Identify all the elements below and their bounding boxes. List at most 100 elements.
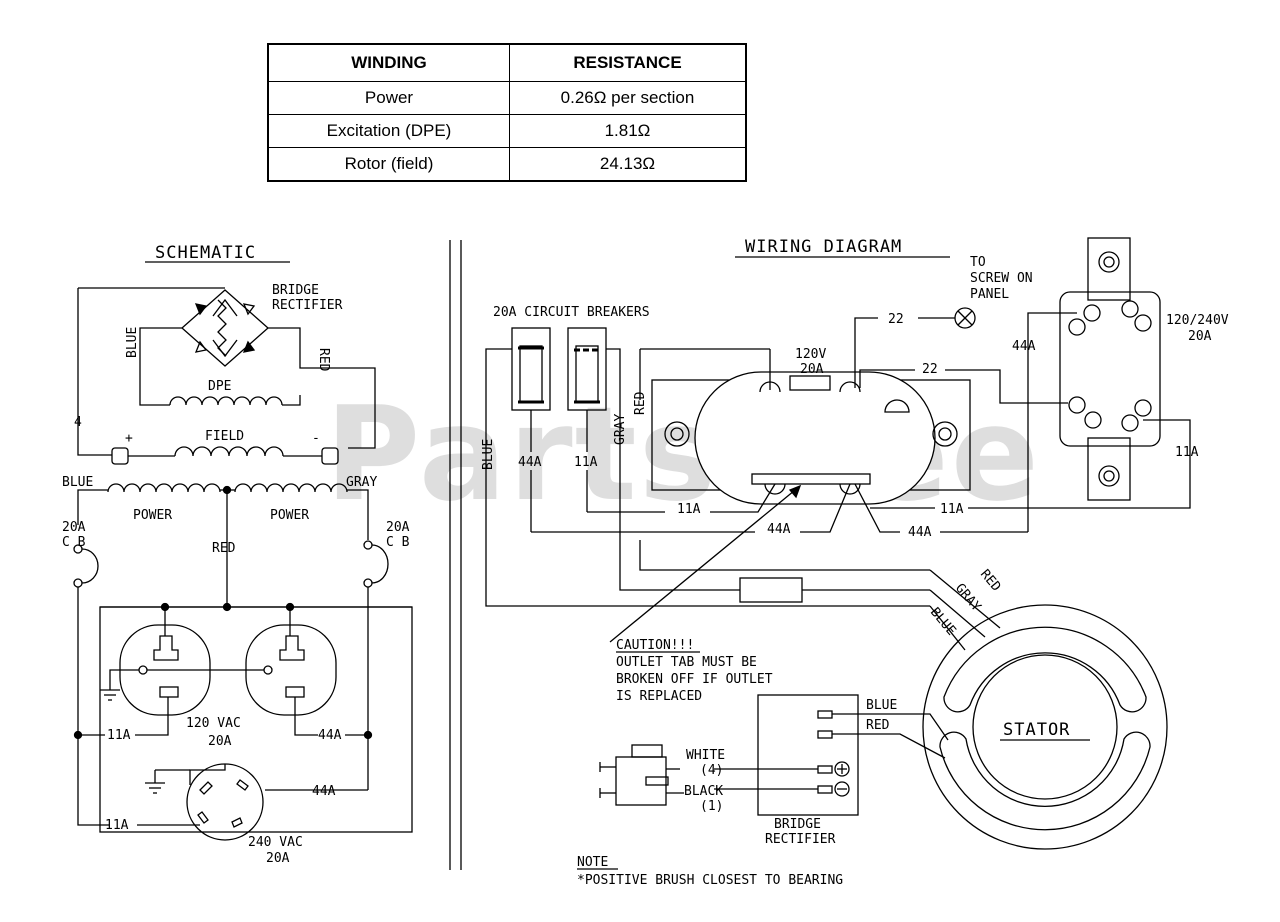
- outlet-240-label: 120/240V: [1166, 313, 1229, 328]
- schematic-blue: BLUE: [62, 475, 93, 490]
- cell-resistance: 0.26Ω per section: [509, 81, 747, 115]
- black-wire: BLACK: [684, 784, 723, 799]
- table-row: Rotor (field) 24.13Ω: [267, 147, 747, 182]
- outlet-120-label: 120 VAC: [186, 716, 241, 731]
- outlet-enclosure: [99, 606, 413, 833]
- schematic-blue-label: BLUE: [125, 327, 140, 358]
- schematic-gray: GRAY: [346, 475, 377, 490]
- white-wire: WHITE: [686, 748, 725, 763]
- schematic-bridge-label: RECTIFIER: [272, 298, 343, 313]
- wire-11a-label: 11A: [105, 818, 129, 833]
- cb-right-label: C B: [386, 535, 410, 550]
- circuit-breaker-right: [567, 327, 607, 411]
- note-text: *POSITIVE BRUSH CLOSEST TO BEARING: [577, 873, 843, 888]
- schematic-red: RED: [212, 541, 236, 556]
- outlet-240-label: 20A: [1188, 329, 1212, 344]
- cell-winding: Excitation (DPE): [267, 114, 510, 148]
- wiring-title: WIRING DIAGRAM: [745, 237, 902, 257]
- wiring-section: WIRING DIAGRAM TO SCREW ON PANEL 20A CIR…: [481, 237, 1229, 888]
- outlet-120-label: 20A: [800, 362, 824, 377]
- rect-red: RED: [866, 718, 890, 733]
- white-num: (4): [700, 763, 723, 778]
- caution-text: OUTLET TAB MUST BE: [616, 655, 757, 670]
- cell-winding: Rotor (field): [267, 147, 510, 182]
- power-left-label: POWER: [133, 508, 172, 523]
- twist-lock-outlet-240v-wiring: [1059, 237, 1161, 501]
- power-coil-left: [107, 483, 221, 493]
- note-title: NOTE: [577, 855, 608, 870]
- outlet-240-label: 20A: [266, 851, 290, 866]
- wire-4-label: 4: [74, 415, 82, 430]
- wire-44a-right: 44A: [1012, 339, 1036, 354]
- brush-holder: [599, 744, 684, 806]
- power-coil-right: [234, 483, 348, 493]
- cell-resistance: 1.81Ω: [509, 114, 747, 148]
- cb-left-symbol: [81, 548, 99, 584]
- to-screw-label: PANEL: [970, 287, 1009, 302]
- plus-sign: +: [125, 431, 133, 446]
- outlet-240-label: 240 VAC: [248, 835, 303, 850]
- bridge-rectifier-box: [757, 694, 859, 816]
- stator-label: STATOR: [1003, 720, 1070, 740]
- schematic-red-label: RED: [316, 348, 331, 372]
- outlet-120-label: 120V: [795, 347, 826, 362]
- dpe-label: DPE: [208, 379, 231, 394]
- outlet-120-label: 20A: [208, 734, 232, 749]
- circuit-breaker-left: [511, 327, 551, 411]
- table-header-row: WINDING RESISTANCE: [267, 43, 747, 82]
- wire-11a-bottom: 11A: [677, 502, 701, 517]
- power-right-label: POWER: [270, 508, 309, 523]
- schematic-bridge-label: BRIDGE: [272, 283, 319, 298]
- table-row: Excitation (DPE) 1.81Ω: [267, 114, 747, 148]
- caution-text: BROKEN OFF IF OUTLET: [616, 672, 773, 687]
- rect-label: RECTIFIER: [765, 832, 836, 847]
- wire-11a-right: 11A: [1175, 445, 1199, 460]
- wire-22-label: 22: [888, 312, 904, 327]
- cb-44a-label: 44A: [518, 455, 542, 470]
- wiring-gray: GRAY: [613, 414, 628, 445]
- field-coil: [174, 446, 284, 457]
- cb-left-label: 20A: [62, 520, 86, 535]
- cb-right-symbol: [371, 544, 389, 584]
- rect-blue: BLUE: [866, 698, 897, 713]
- cb-left-label: C B: [62, 535, 86, 550]
- stator-gray: GRAY: [952, 581, 984, 615]
- caution-text: IS REPLACED: [616, 689, 702, 704]
- to-screw-label: TO: [970, 255, 986, 270]
- inline-resistor: [739, 577, 803, 603]
- stator-red: RED: [977, 567, 1004, 595]
- wire-22-label: 22: [922, 362, 938, 377]
- cb-11a-label: 11A: [574, 455, 598, 470]
- table-row: Power 0.26Ω per section: [267, 81, 747, 115]
- caution-title: CAUTION!!!: [616, 638, 694, 653]
- wire-11a-label: 11A: [107, 728, 131, 743]
- schematic-section: SCHEMATIC BRIDGE RECTIFIER BLUE RED DPE …: [62, 243, 413, 866]
- wire-11a-bottom: 11A: [940, 502, 964, 517]
- resistance-table: WINDING RESISTANCE Power 0.26Ω per secti…: [267, 43, 747, 182]
- minus-sign: -: [312, 431, 320, 446]
- ground-screw: [954, 307, 976, 329]
- rect-label: BRIDGE: [774, 817, 821, 832]
- resistance-table-container: WINDING RESISTANCE Power 0.26Ω per secti…: [267, 43, 747, 182]
- cell-winding: Power: [267, 81, 510, 115]
- duplex-outlet-120v: [100, 607, 337, 736]
- twist-lock-outlet-240v: [145, 763, 264, 841]
- black-num: (1): [700, 799, 723, 814]
- schematic-title: SCHEMATIC: [155, 243, 256, 263]
- wire-44a-bottom: 44A: [767, 522, 791, 537]
- brush-left: [111, 447, 129, 465]
- wiring-red: RED: [633, 391, 648, 415]
- dpe-coil: [169, 396, 283, 406]
- wiring-blue: BLUE: [481, 439, 496, 470]
- cb-right-label: 20A: [386, 520, 410, 535]
- cell-resistance: 24.13Ω: [509, 147, 747, 182]
- breakers-label: 20A CIRCUIT BREAKERS: [493, 305, 650, 320]
- duplex-outlet-120v-wiring: [651, 371, 971, 505]
- header-resistance: RESISTANCE: [509, 43, 747, 82]
- field-label: FIELD: [205, 429, 244, 444]
- wire-44a-bottom: 44A: [908, 525, 932, 540]
- stator-symbol: [922, 604, 1168, 850]
- to-screw-label: SCREW ON: [970, 271, 1033, 286]
- bridge-rectifier-symbol: [181, 289, 269, 367]
- wire-44a-label: 44A: [312, 784, 336, 799]
